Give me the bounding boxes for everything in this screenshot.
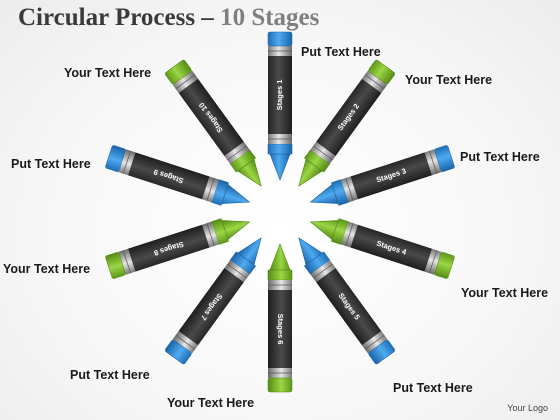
crayon-stage-6: Stages 6 — [267, 243, 293, 393]
logo-placeholder: Your Logo — [507, 403, 548, 413]
stage-8-label: Your Text Here — [3, 262, 91, 276]
crayon-end-cap-5 — [368, 339, 395, 365]
crayon-stage-9: Stages 9 — [105, 145, 251, 206]
stage-6-name: Stages 6 — [276, 314, 285, 345]
page-title: Circular Process – 10 Stages — [18, 4, 319, 32]
crayon-end-cap-9 — [105, 145, 126, 172]
crayon-end-cap-1 — [267, 31, 293, 47]
stage-1-label: Put Text Here — [301, 45, 381, 59]
crayon-stage-5: Stages 5 — [298, 237, 395, 365]
blue-crayon-tip-icon — [269, 153, 291, 181]
stage-7-label: Put Text Here — [70, 368, 150, 382]
crayon-end-cap-10 — [165, 59, 192, 85]
green-crayon-tip-icon — [269, 243, 291, 271]
stage-6-label: Your Text Here — [167, 396, 255, 410]
crayon-stage-1: Stages 1 — [267, 31, 293, 181]
crayon-end-cap-7 — [165, 339, 192, 365]
crayon-end-cap-4 — [434, 252, 455, 279]
stage-9-label: Put Text Here — [11, 157, 91, 171]
crayon-stage-4: Stages 4 — [309, 218, 455, 279]
title-main: Circular Process – — [18, 4, 214, 31]
crayon-end-cap-8 — [105, 252, 126, 279]
stage-3-label: Put Text Here — [460, 150, 540, 164]
crayon-end-cap-6 — [267, 377, 293, 393]
crayon-stage-7: Stages 7 — [165, 237, 262, 365]
crayon-end-cap-3 — [434, 145, 455, 172]
stage-1-name: Stages 1 — [275, 80, 284, 111]
stage-5-label: Put Text Here — [393, 381, 473, 395]
stage-10-label: Your Text Here — [64, 66, 152, 80]
stage-2-label: Your Text Here — [405, 73, 493, 87]
title-stage-count: 10 Stages — [220, 4, 320, 31]
crayon-stage-3: Stages 3 — [309, 145, 455, 206]
stage-4-label: Your Text Here — [461, 286, 549, 300]
crayon-end-cap-2 — [368, 59, 395, 85]
crayon-stage-8: Stages 8 — [105, 218, 251, 279]
